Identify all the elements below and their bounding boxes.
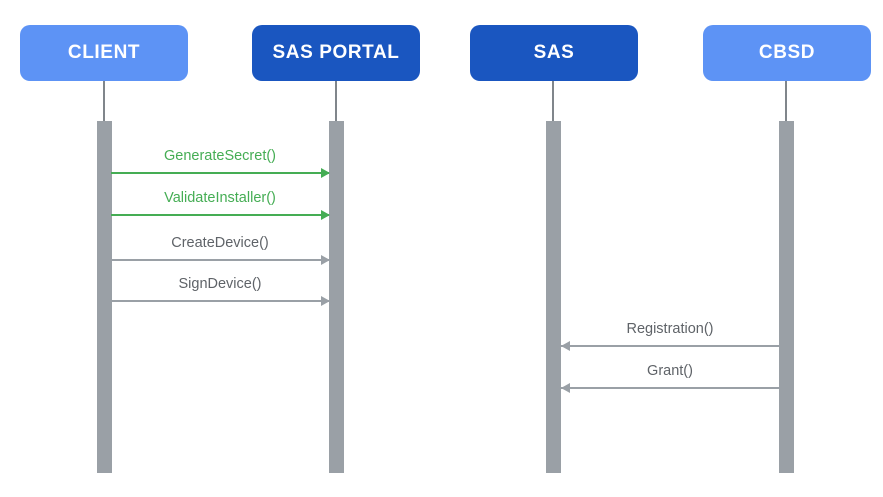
actor-box-sas[interactable]: SAS [470, 25, 638, 81]
message-arrowhead-grant [561, 383, 570, 393]
message-arrowhead-registration [561, 341, 570, 351]
message-line-grant [561, 387, 779, 389]
actor-label-sas-portal: SAS PORTAL [272, 42, 400, 63]
actor-box-sas-portal[interactable]: SAS PORTAL [252, 25, 420, 81]
message-line-sign-device [111, 300, 329, 302]
activation-bar-client [97, 121, 112, 473]
activation-bar-cbsd [779, 121, 794, 473]
message-arrowhead-create-device [321, 255, 330, 265]
actor-label-sas: SAS [533, 42, 575, 63]
message-label-generate-secret: GenerateSecret() [163, 148, 277, 164]
message-arrowhead-validate-installer [321, 210, 330, 220]
actor-box-cbsd[interactable]: CBSD [703, 25, 871, 81]
actor-label-cbsd: CBSD [758, 42, 816, 63]
message-label-sign-device: SignDevice() [178, 276, 262, 292]
activation-bar-sas [546, 121, 561, 473]
message-label-create-device: CreateDevice() [171, 235, 269, 251]
message-line-validate-installer [111, 214, 329, 216]
message-line-create-device [111, 259, 329, 261]
lifeline-cbsd [785, 81, 787, 121]
message-label-validate-installer: ValidateInstaller() [164, 190, 276, 206]
message-line-generate-secret [111, 172, 329, 174]
activation-bar-sas-portal [329, 121, 344, 473]
lifeline-sas [552, 81, 554, 121]
lifeline-client [103, 81, 105, 121]
actor-box-client[interactable]: CLIENT [20, 25, 188, 81]
message-line-registration [561, 345, 779, 347]
actor-label-client: CLIENT [67, 42, 141, 63]
lifeline-sas-portal [335, 81, 337, 121]
message-label-grant: Grant() [647, 363, 693, 379]
message-label-registration: Registration() [626, 321, 714, 337]
message-arrowhead-generate-secret [321, 168, 330, 178]
message-arrowhead-sign-device [321, 296, 330, 306]
